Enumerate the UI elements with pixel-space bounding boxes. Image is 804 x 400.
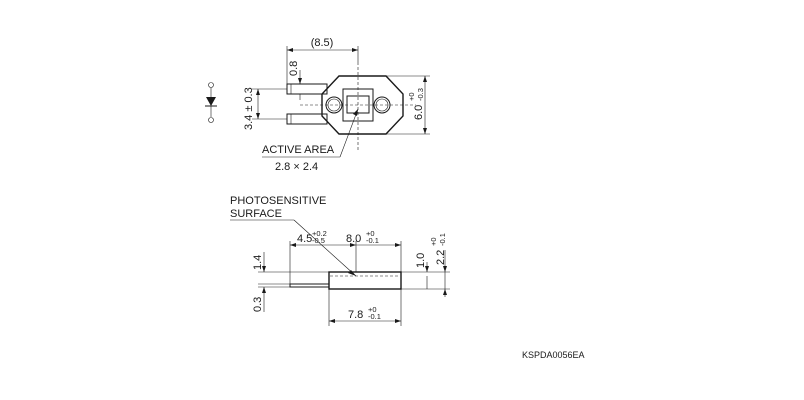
dim-top-length: 8.0 +0 -0.1 [346,229,402,272]
top-length-tol-upper: +0 [366,229,375,238]
bottom-length-main: 7.8 [348,309,363,321]
dim-lead-offset: 4.5 +0.2 -0.5 [289,229,357,284]
overall-width-label: (8.5) [311,37,334,49]
photosensitive-callout: PHOTOSENSITIVE SURFACE [230,195,357,277]
bottom-length-tol-upper: +0 [368,305,377,314]
lead-offset-tol-lower: -0.5 [312,236,325,245]
body-height-tol-lower: -0.3 [416,88,425,101]
dim-lead-thickness: 0.3 [252,286,290,312]
active-area-size: 2.8 × 2.4 [275,161,318,173]
top-length-main: 8.0 [346,233,361,245]
lead-thickness-label: 0.3 [252,297,264,312]
dim-lead-width: 0.8 [288,61,302,100]
active-area-label: ACTIVE AREA [262,144,335,156]
package-body-top [300,62,416,150]
bottom-length-tol-lower: -0.1 [368,312,381,321]
photosensitive-label-line1: PHOTOSENSITIVE [230,195,326,207]
dim-total-height: 2.2 +0 -0.1 [429,233,447,297]
top-view: (8.5) 0.8 3.4 ± 0.3 6.0 +0 -0.3 [205,37,430,173]
package-body-side [289,271,402,290]
total-height-main: 2.2 [435,250,447,265]
body-height-main: 6.0 [413,105,425,120]
top-length-tol-lower: -0.1 [366,236,379,245]
surface-depth-label: 1.0 [415,253,427,268]
lead-width-label: 0.8 [288,61,300,76]
photosensitive-label-line2: SURFACE [230,208,282,220]
lead-pitch-label: 3.4 ± 0.3 [243,87,255,130]
lead-height-label: 1.4 [252,255,264,270]
body-height-tol-upper: +0 [407,92,416,101]
dim-lead-height: 1.4 [252,252,329,285]
side-view: PHOTOSENSITIVE SURFACE 4.5 +0.2 -0.5 [230,195,450,326]
lead-offset-main: 4.5 [297,233,312,245]
top-leads [286,83,328,125]
diode-symbol-icon [205,82,217,123]
dim-lead-pitch: 3.4 ± 0.3 [243,87,287,130]
dim-bottom-length: 7.8 +0 -0.1 [328,289,402,326]
dim-body-height: 6.0 +0 -0.3 [386,75,430,135]
total-height-tol-upper: +0 [429,237,438,246]
total-height-tol-lower: -0.1 [438,233,447,246]
drawing-code: KSPDA0056EA [522,350,585,360]
active-area-callout: ACTIVE AREA 2.8 × 2.4 [262,108,359,173]
dim-overall-width: (8.5) [286,37,359,84]
lead-offset-tol-upper: +0.2 [312,229,327,238]
dim-surface-depth: 1.0 [401,253,450,290]
